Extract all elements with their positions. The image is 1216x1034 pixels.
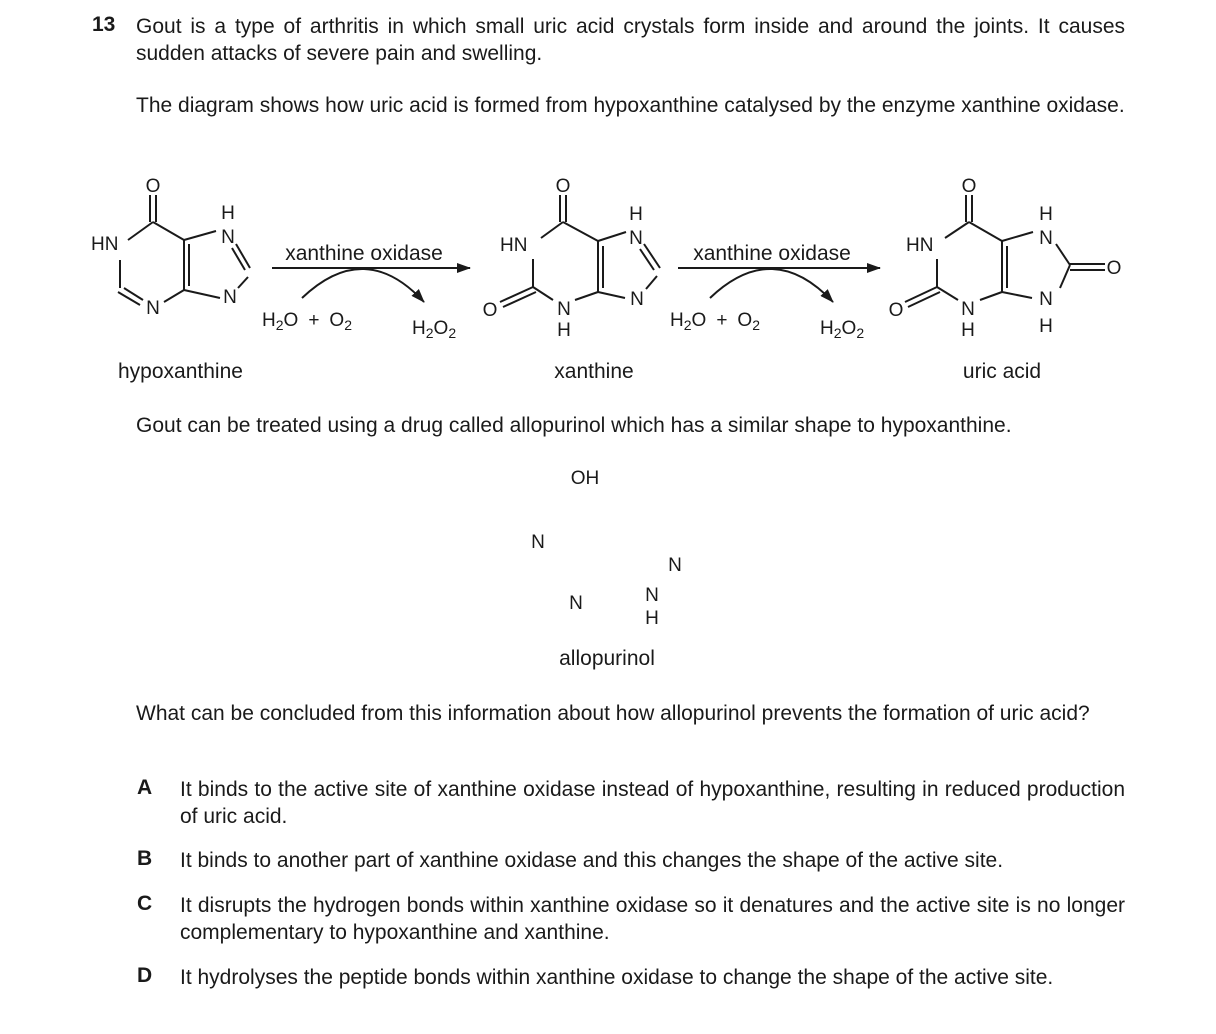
- option-letter: B: [137, 847, 153, 870]
- atom-n: N: [668, 555, 682, 576]
- atom-hn: HN: [500, 235, 527, 256]
- diagram-intro: The diagram shows how uric acid is forme…: [136, 94, 1125, 117]
- atom-n: N: [1039, 289, 1053, 310]
- label-xanthine: xanthine: [554, 360, 633, 383]
- atom-n: N: [629, 228, 643, 249]
- enzyme-label: xanthine oxidase: [285, 242, 443, 265]
- atom-h: H: [629, 204, 643, 225]
- label-hypoxanthine: hypoxanthine: [118, 360, 243, 383]
- atom-n: N: [223, 287, 237, 308]
- atom-h: H: [557, 320, 571, 341]
- label-allopurinol: allopurinol: [559, 647, 655, 670]
- atom-h: H: [1039, 316, 1053, 337]
- atom-h: H: [961, 320, 975, 341]
- atom-n: N: [531, 532, 545, 553]
- question-prompt: What can be concluded from this informat…: [136, 702, 1090, 725]
- atom-h: H: [645, 608, 659, 629]
- option-text: It binds to another part of xanthine oxi…: [180, 849, 1004, 872]
- atom-n: N: [1039, 228, 1053, 249]
- option-letter: A: [137, 776, 153, 799]
- atom-hn: HN: [906, 235, 933, 256]
- question-intro: Gout is a type of arthritis in which sma…: [136, 15, 1125, 65]
- atom-o: O: [483, 300, 498, 321]
- atom-n: N: [146, 298, 160, 319]
- option-text: It binds to the active site of xanthine …: [180, 778, 1125, 828]
- question-number: 13: [92, 13, 116, 36]
- product-h2o2: H2O2: [820, 318, 864, 341]
- atom-o: O: [1107, 258, 1122, 279]
- reactant-h2o-o2: H2O+O2: [262, 310, 352, 333]
- product-h2o2: H2O2: [412, 318, 456, 341]
- atom-n: N: [961, 299, 975, 320]
- atom-h: H: [1039, 204, 1053, 225]
- option-letter: D: [137, 964, 153, 987]
- atom-n: N: [645, 585, 659, 606]
- atom-hn: HN: [91, 234, 118, 255]
- atom-o: O: [962, 176, 977, 197]
- option-text: It disrupts the hydrogen bonds within xa…: [180, 894, 1125, 944]
- atom-o: O: [889, 300, 904, 321]
- atom-n: N: [557, 299, 571, 320]
- allopurinol-intro: Gout can be treated using a drug called …: [136, 414, 1012, 437]
- enzyme-label: xanthine oxidase: [693, 242, 851, 265]
- atom-o: O: [146, 176, 161, 197]
- label-uric-acid: uric acid: [963, 360, 1041, 383]
- atom-n: N: [221, 227, 235, 248]
- reaction-scheme: O H N HN N N xanthine oxidase H2O+O2 H2O…: [91, 176, 1122, 383]
- atom-n: N: [569, 593, 583, 614]
- reactant-h2o-o2: H2O+O2: [670, 310, 760, 333]
- option-letter: C: [137, 892, 153, 915]
- atom-o: O: [556, 176, 571, 197]
- atom-n: N: [630, 289, 644, 310]
- atom-oh: OH: [571, 468, 600, 489]
- option-text: It hydrolyses the peptide bonds within x…: [180, 966, 1054, 989]
- atom-h: H: [221, 203, 235, 224]
